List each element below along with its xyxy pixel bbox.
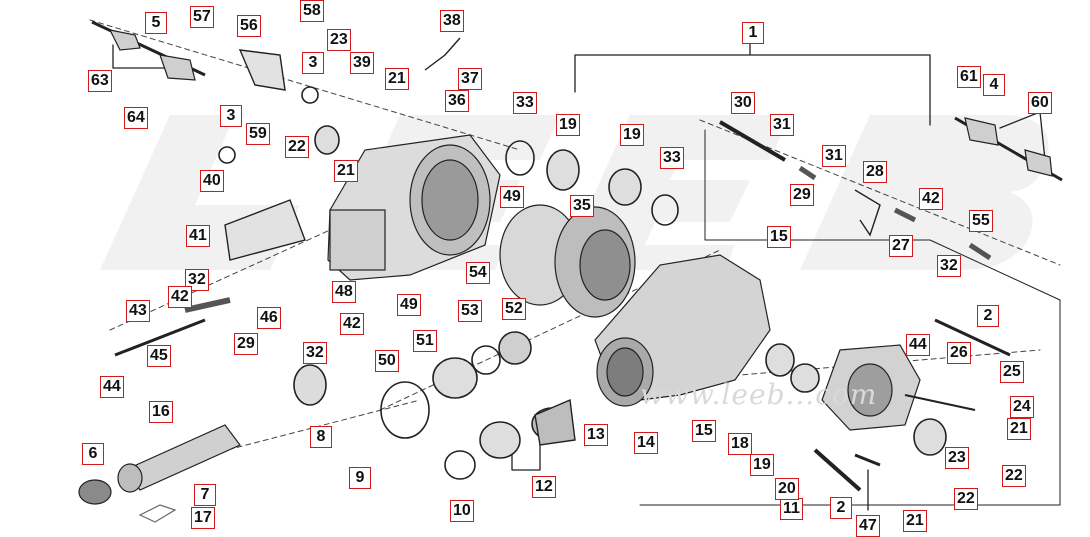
callout-4: 4	[983, 74, 1005, 96]
callout-1: 1	[742, 22, 764, 44]
callout-61: 61	[957, 66, 981, 88]
callout-42: 42	[919, 188, 943, 210]
callout-18: 18	[728, 433, 752, 455]
callout-60: 60	[1028, 92, 1052, 114]
callout-32: 32	[937, 255, 961, 277]
callout-11: 11	[780, 498, 803, 520]
callout-22: 22	[1002, 465, 1026, 487]
callout-22: 22	[285, 136, 309, 158]
right-cover	[821, 344, 921, 431]
callout-32: 32	[303, 342, 327, 364]
callout-40: 40	[200, 170, 224, 192]
callout-63: 63	[88, 70, 112, 92]
callout-19: 19	[750, 454, 774, 476]
callout-21: 21	[385, 68, 409, 90]
callout-29: 29	[234, 333, 258, 355]
callout-5: 5	[145, 12, 167, 34]
callout-32: 32	[185, 269, 209, 291]
callout-23: 23	[945, 447, 969, 469]
callout-33: 33	[660, 147, 684, 169]
callout-22: 22	[954, 488, 978, 510]
callout-46: 46	[257, 307, 281, 329]
leader-63	[112, 44, 171, 69]
callout-50: 50	[375, 350, 399, 372]
left-half-shaft	[91, 20, 206, 81]
callout-8: 8	[310, 426, 332, 448]
cross-kit	[138, 504, 177, 523]
callout-44: 44	[100, 376, 124, 398]
callout-49: 49	[500, 186, 524, 208]
callout-3: 3	[302, 52, 324, 74]
input-yoke	[78, 424, 241, 505]
callout-33: 33	[513, 92, 537, 114]
assembly-frame	[639, 129, 1061, 506]
left-housing	[327, 134, 501, 281]
callout-48: 48	[332, 281, 356, 303]
callout-56: 56	[237, 15, 261, 37]
callout-31: 31	[770, 114, 794, 136]
ring-gear	[499, 204, 636, 318]
callout-42: 42	[340, 313, 364, 335]
callout-15: 15	[767, 226, 791, 248]
callout-2: 2	[977, 305, 999, 327]
callout-13: 13	[584, 424, 608, 446]
callout-15: 15	[692, 420, 716, 442]
callout-6: 6	[82, 443, 104, 465]
callout-10: 10	[450, 500, 474, 522]
callout-19: 19	[620, 124, 644, 146]
callout-12: 12	[532, 476, 556, 498]
callout-52: 52	[502, 298, 526, 320]
callout-16: 16	[149, 401, 173, 423]
callout-55: 55	[969, 210, 993, 232]
callout-53: 53	[458, 300, 482, 322]
callout-27: 27	[889, 235, 913, 257]
callout-28: 28	[863, 161, 887, 183]
callout-21: 21	[1007, 418, 1031, 440]
callout-41: 41	[186, 225, 210, 247]
callout-30: 30	[731, 92, 755, 114]
callout-59: 59	[246, 123, 270, 145]
callout-7: 7	[194, 484, 216, 506]
callout-9: 9	[349, 467, 371, 489]
callout-29: 29	[790, 184, 814, 206]
callout-26: 26	[947, 342, 971, 364]
callout-47: 47	[856, 515, 880, 537]
callout-2: 2	[830, 497, 852, 519]
callout-24: 24	[1010, 396, 1034, 418]
callout-31: 31	[822, 145, 846, 167]
callout-57: 57	[190, 6, 214, 28]
callout-17: 17	[191, 507, 215, 529]
callout-42: 42	[168, 286, 192, 308]
callout-51: 51	[413, 330, 437, 352]
callout-23: 23	[327, 29, 351, 51]
callout-21: 21	[903, 510, 927, 532]
callout-38: 38	[440, 10, 464, 32]
callout-35: 35	[570, 195, 594, 217]
callout-3: 3	[220, 105, 242, 127]
callout-36: 36	[445, 90, 469, 112]
callout-44: 44	[906, 334, 930, 356]
callout-49: 49	[397, 294, 421, 316]
leader-60	[999, 111, 1046, 161]
callout-64: 64	[124, 107, 148, 129]
callout-37: 37	[458, 68, 482, 90]
springs-and-shift-parts	[114, 37, 1011, 492]
main-housing	[594, 254, 771, 407]
website-watermark: www.leeb...com	[640, 378, 878, 411]
callout-14: 14	[634, 432, 658, 454]
callout-54: 54	[466, 262, 490, 284]
callout-39: 39	[350, 52, 374, 74]
right-half-shaft	[954, 116, 1063, 182]
callout-45: 45	[147, 345, 171, 367]
callout-25: 25	[1000, 361, 1024, 383]
callout-20: 20	[775, 478, 799, 500]
callout-43: 43	[126, 300, 150, 322]
callout-19: 19	[556, 114, 580, 136]
callout-58: 58	[300, 0, 324, 22]
callout-21: 21	[334, 160, 358, 182]
